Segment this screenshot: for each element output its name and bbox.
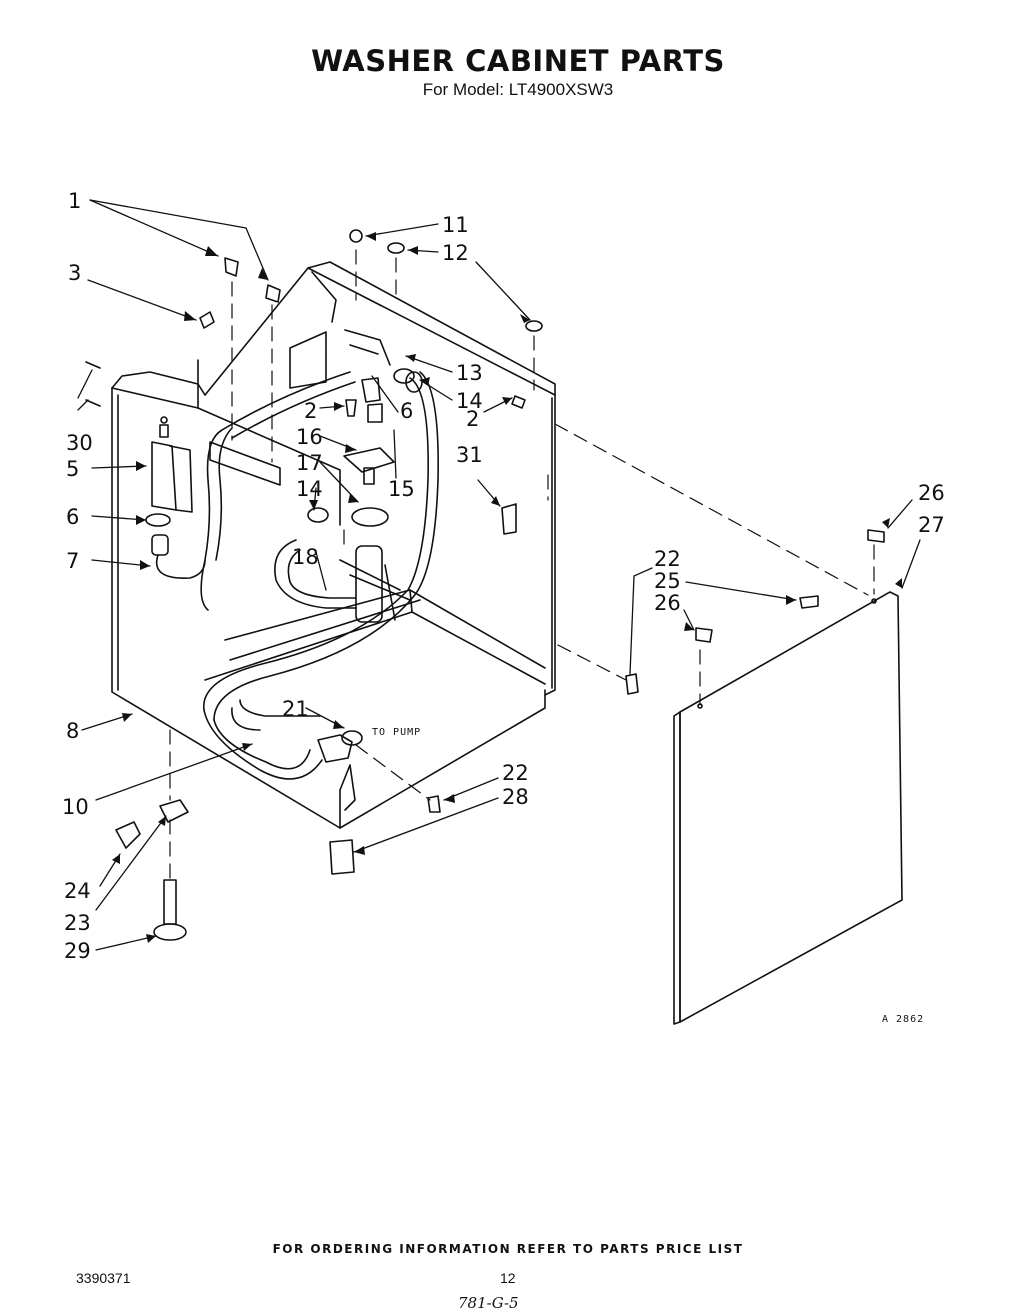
- to-pump-label: TO PUMP: [372, 727, 421, 738]
- callout-22-upper: 22: [654, 547, 681, 571]
- callout-16: 16: [296, 425, 323, 449]
- callout-25: 25: [654, 569, 681, 593]
- callout-31: 31: [456, 443, 483, 467]
- document-number: 3390371: [76, 1270, 131, 1286]
- callout-8: 8: [66, 719, 79, 743]
- callout-12: 12: [442, 241, 469, 265]
- callout-27: 27: [918, 513, 945, 537]
- ordering-note: FOR ORDERING INFORMATION REFER TO PARTS …: [272, 1242, 744, 1256]
- callout-29: 29: [64, 939, 91, 963]
- callout-3: 3: [68, 261, 81, 285]
- callout-2-center: 2: [304, 399, 317, 423]
- cabinet-frame: [111, 261, 556, 829]
- callout-26-upper: 26: [918, 481, 945, 505]
- small-parts: [85, 229, 885, 941]
- model-subtitle: For Model: LT4900XSW3: [422, 80, 614, 99]
- callout-7: 7: [66, 549, 79, 573]
- callout-leaders: [77, 199, 921, 951]
- callout-numbers: 1 3 30 5 6 7 8 10 24 23 29 11 12 13 6 14…: [62, 189, 945, 1025]
- callout-17: 17: [296, 451, 323, 475]
- callout-5: 5: [66, 457, 79, 481]
- handwritten-note: 781-G-5: [458, 1294, 519, 1312]
- arrow-heads: [112, 232, 902, 943]
- callout-1: 1: [68, 189, 81, 213]
- callout-6-center: 6: [400, 399, 413, 423]
- callout-14-lower: 14: [296, 477, 323, 501]
- callout-24: 24: [64, 879, 91, 903]
- callout-13: 13: [456, 361, 483, 385]
- callout-2-right: 2: [466, 407, 479, 431]
- callout-26-lower: 26: [654, 591, 681, 615]
- callout-15: 15: [388, 477, 415, 501]
- water-valve-assembly: [145, 416, 206, 579]
- dashed-alignment-lines: [169, 249, 875, 879]
- callout-11: 11: [442, 213, 469, 237]
- callout-6-left: 6: [66, 505, 79, 529]
- callout-21: 21: [282, 697, 309, 721]
- front-panel: [673, 591, 903, 1025]
- callout-14-upper: 14: [456, 389, 483, 413]
- callout-30: 30: [66, 431, 93, 455]
- drawing-code: A 2862: [882, 1014, 924, 1025]
- hoses: [200, 329, 439, 780]
- callout-10: 10: [62, 795, 89, 819]
- callout-28: 28: [502, 785, 529, 809]
- page-title: WASHER CABINET PARTS: [311, 44, 725, 78]
- callout-23: 23: [64, 911, 91, 935]
- callout-18: 18: [292, 545, 319, 569]
- page-number: 12: [500, 1270, 516, 1286]
- callout-22-lower: 22: [502, 761, 529, 785]
